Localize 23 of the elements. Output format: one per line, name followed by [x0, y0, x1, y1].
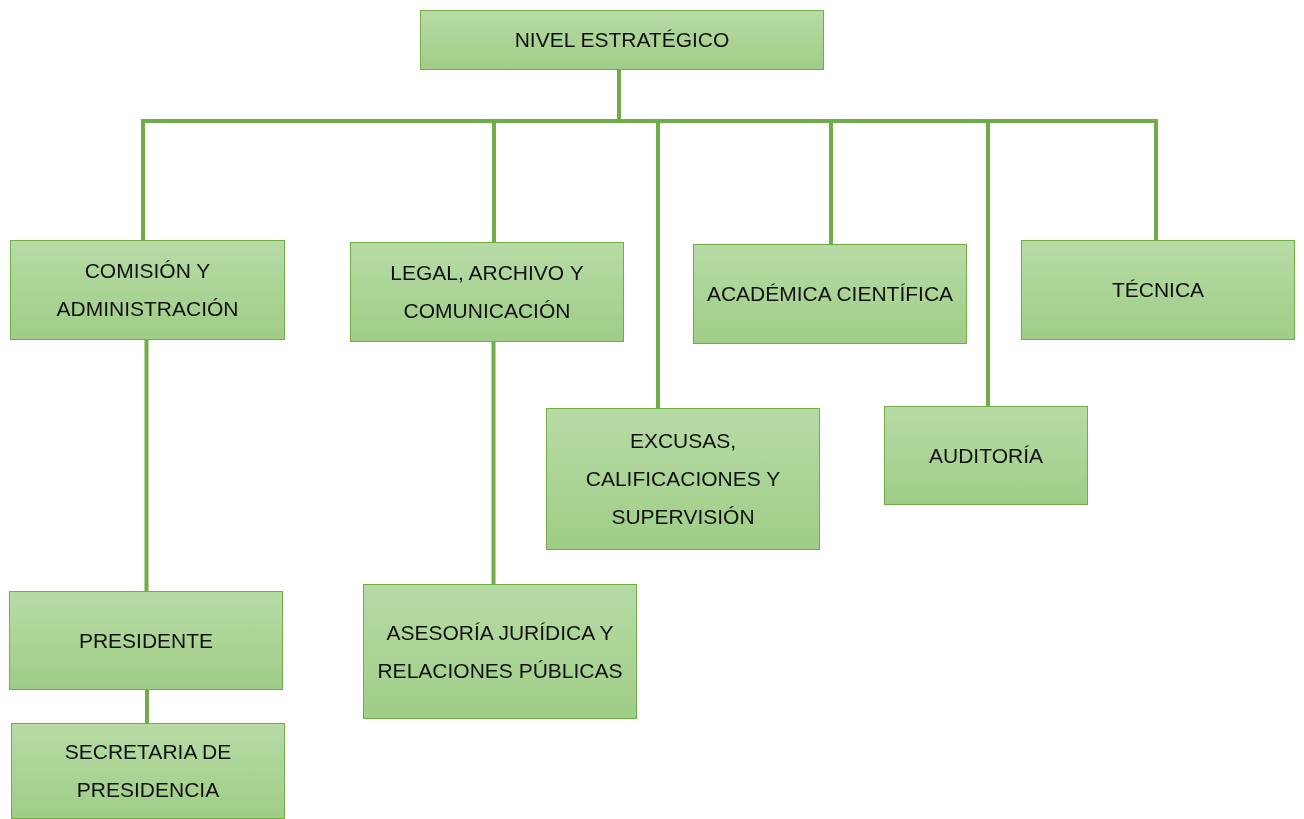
connector-line: [491, 342, 496, 584]
org-box: [546, 408, 820, 550]
org-box: [693, 244, 967, 344]
org-box: [350, 242, 624, 342]
box-label: PRESIDENTE: [78, 627, 214, 654]
box-label: COMISIÓN Y ADMINISTRACIÓN: [55, 258, 240, 322]
org-box: [1021, 240, 1295, 340]
org-box: [420, 10, 824, 70]
box-label: TÉCNICA: [1111, 277, 1205, 304]
box-label: ASESORÍA JURÍDICA Y RELACIONES PÚBLICAS: [376, 619, 624, 684]
box-label: ACADÉMICA CIENTÍFICA: [706, 281, 954, 308]
org-box: [363, 584, 637, 719]
box-label: EXCUSAS, CALIFICACIONES Y SUPERVISIÓN: [584, 428, 782, 530]
org-box: [884, 406, 1088, 505]
connector-line: [144, 340, 149, 591]
org-box: [11, 723, 285, 819]
org-box: [9, 591, 283, 690]
connector-line: [145, 690, 149, 723]
box-label: AUDITORÍA: [929, 442, 1043, 469]
org-box: [10, 240, 285, 340]
box-label: NIVEL ESTRATÉGICO: [514, 27, 730, 54]
box-label: LEGAL, ARCHIVO Y COMUNICACIÓN: [389, 260, 585, 324]
box-label: SECRETARIA DE PRESIDENCIA: [63, 739, 233, 803]
